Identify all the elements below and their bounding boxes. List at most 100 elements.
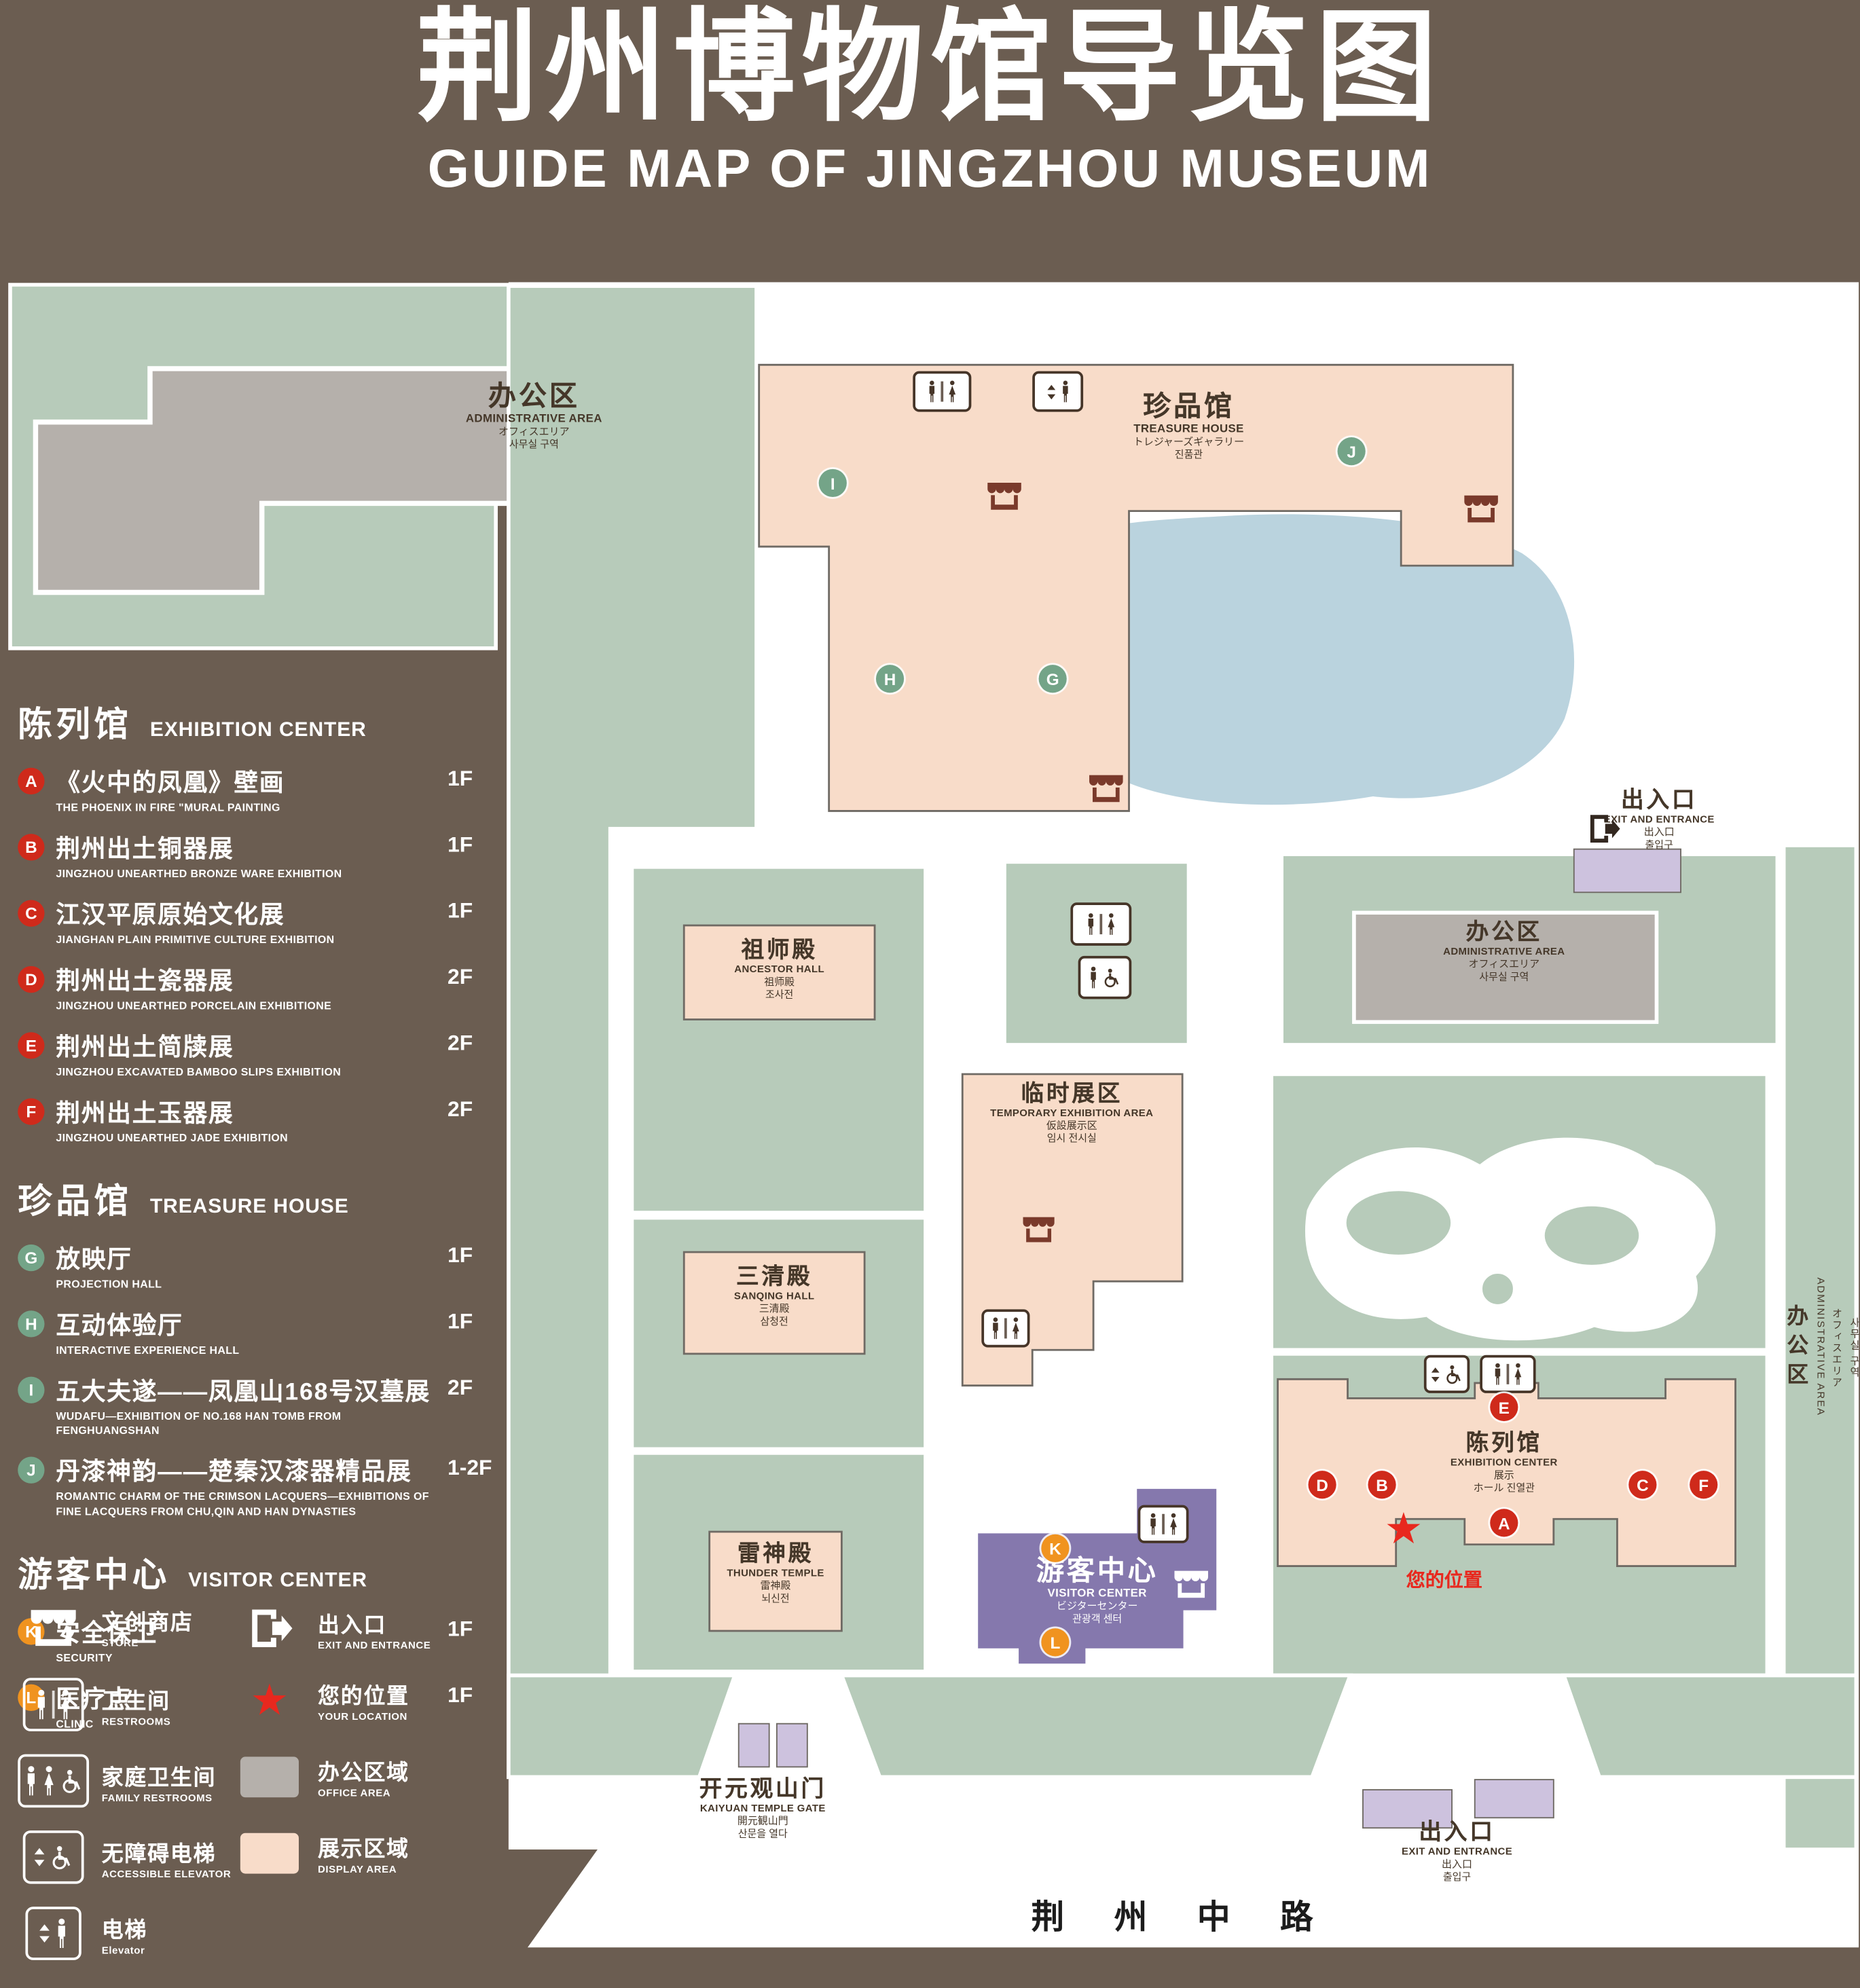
display-area-swatch xyxy=(240,1832,299,1873)
label-sanqing-hall: 三清殿 SANQING HALL 三清殿 삼청전 xyxy=(733,1263,815,1327)
store-icon xyxy=(985,478,1023,511)
badge-b: B xyxy=(18,834,45,861)
floor-label: 1F xyxy=(448,1243,473,1268)
building-exhibition-center xyxy=(1277,1378,1736,1567)
store-icon xyxy=(1087,771,1125,804)
floor-label: 1F xyxy=(448,898,473,923)
garden-path xyxy=(1305,1137,1716,1341)
floor-label: 1-2F xyxy=(448,1456,492,1481)
badge-a: A xyxy=(18,767,45,795)
grounds-restroom-block xyxy=(1002,860,1191,1047)
badge-j: J xyxy=(18,1457,45,1484)
floor-label: 1F xyxy=(448,1616,473,1641)
marker-l: L xyxy=(1041,1628,1070,1657)
floor-label: 1F xyxy=(448,1309,473,1334)
legend-item-c: C 江汉平原原始文化展 JIANGHAN PLAIN PRIMITIVE CUL… xyxy=(18,889,521,955)
family-restrooms-icon xyxy=(18,1754,90,1808)
legend-item-h: H 互动体验厅 INTERACTIVE EXPERIENCE HALL 1F xyxy=(18,1300,521,1365)
office-area-swatch xyxy=(240,1756,299,1797)
legend-section-treasure-house: 珍品馆 TREASURE HOUSE xyxy=(18,1182,349,1221)
label-admin-far-east: 办公区 ADMINISTRATIVE AREA オフィスエリア 사무실 구역 xyxy=(1783,1278,1860,1417)
exit-icon xyxy=(234,1604,305,1653)
floor-label: 2F xyxy=(448,1031,473,1056)
store-icon xyxy=(1021,1213,1056,1243)
legend-item-b: B 荆州出土铜器展 JINGZHOU UNEARTHED BRONZE WARE… xyxy=(18,822,521,888)
legend-item-i: I 五大夫遂——凤凰山168号汉墓展 WUDAFU—EXHIBITION OF … xyxy=(18,1365,521,1446)
your-location-icon: ★ xyxy=(1384,1503,1423,1555)
label-ancestor-hall: 祖师殿 ANCESTOR HALL 祖师殿 조사전 xyxy=(734,936,825,1001)
restrooms-icon xyxy=(981,1309,1030,1348)
garden-island xyxy=(1480,1271,1516,1307)
page-title: 荆州博物馆导览图 xyxy=(416,0,1444,136)
floor-label: 2F xyxy=(448,1097,473,1122)
marker-j: J xyxy=(1337,437,1366,466)
entrance-pad-s xyxy=(1474,1779,1554,1819)
label-kaiyuan-gate: 开元观山门 KAIYUAN TEMPLE GATE 開元観山門 산문을 열다 xyxy=(699,1775,826,1839)
restrooms-icon xyxy=(1070,902,1132,946)
accessible-elevator-icon xyxy=(1423,1355,1470,1393)
label-thunder-temple: 雷神殿 THUNDER TEMPLE 雷神殿 뇌신전 xyxy=(727,1541,824,1604)
building-ancestor-hall xyxy=(682,924,876,1020)
label-admin-northwest: 办公区 ADMINISTRATIVE AREA オフィスエリア 사무실 구역 xyxy=(465,380,602,451)
label-exit-northeast: 出入口 EXIT AND ENTRANCE 出入口 출입구 xyxy=(1603,786,1715,851)
badge-c: C xyxy=(18,900,45,927)
restrooms-icon xyxy=(913,371,972,412)
grounds-south-c xyxy=(1561,1673,1859,1780)
legend-section-exhibition-center: 陈列馆 EXHIBITION CENTER xyxy=(18,705,367,744)
legend-section-visitor-center: 游客中心 VISITOR CENTER xyxy=(18,1555,367,1594)
exit-icon xyxy=(1584,811,1622,846)
marker-i: I xyxy=(818,468,847,498)
marker-k: K xyxy=(1041,1534,1070,1562)
label-road: 荆 州 中 路 xyxy=(1031,1898,1334,1936)
badge-h: H xyxy=(18,1310,45,1338)
floor-label: 2F xyxy=(448,1376,473,1400)
accessible-elevator-icon xyxy=(22,1830,84,1884)
building-treasure-house xyxy=(758,363,1514,812)
label-exhibition-center: 陈列馆 EXHIBITION CENTER 展示 ホール 진열관 xyxy=(1450,1430,1558,1494)
page-subtitle: GUIDE MAP OF JINGZHOU MUSEUM xyxy=(427,138,1433,198)
garden-island xyxy=(1343,1188,1453,1257)
badge-g: G xyxy=(18,1245,45,1272)
elevator-icon xyxy=(1032,371,1084,412)
entrance-pad-s xyxy=(1362,1789,1453,1829)
store-icon xyxy=(18,1606,89,1648)
grounds-south-a xyxy=(507,1673,738,1780)
gate-pier xyxy=(776,1723,808,1768)
legend-item-d: D 荆州出土瓷器展 JINGZHOU UNEARTHED PORCELAIN E… xyxy=(18,955,521,1020)
badge-f: F xyxy=(18,1099,45,1126)
label-temporary-area: 临时展区 TEMPORARY EXHIBITION AREA 仮設展示区 임시 … xyxy=(990,1080,1154,1144)
family-restrooms-icon xyxy=(1078,955,1132,999)
gate-pier xyxy=(737,1723,770,1768)
legend-item-f: F 荆州出土玉器展 JINGZHOU UNEARTHED JADE EXHIBI… xyxy=(18,1087,521,1153)
label-your-location: 您的位置 xyxy=(1406,1570,1482,1591)
grounds-south-b xyxy=(839,1673,1353,1780)
legend-sidebar: 陈列馆 EXHIBITION CENTER A 《火中的凤凰》壁画 THE PH… xyxy=(18,676,521,1739)
marker-a: A xyxy=(1490,1509,1518,1537)
label-exit-south: 出入口 EXIT AND ENTRANCE 出入口 출입구 xyxy=(1401,1819,1513,1883)
label-treasure-house: 珍品馆 TREASURE HOUSE トレジャーズギャラリー 진품관 xyxy=(1133,390,1245,461)
marker-h: H xyxy=(875,665,905,693)
floor-label: 1F xyxy=(448,832,473,857)
marker-e: E xyxy=(1490,1393,1518,1422)
badge-i: I xyxy=(18,1377,45,1404)
store-icon xyxy=(1172,1566,1210,1600)
floor-label: 1F xyxy=(448,1682,473,1707)
restrooms-icon xyxy=(22,1678,84,1731)
floor-label: 2F xyxy=(448,965,473,989)
restrooms-icon xyxy=(1480,1355,1536,1393)
badge-e: E xyxy=(18,1032,45,1059)
badge-d: D xyxy=(18,966,45,993)
grounds-ancestor xyxy=(630,865,928,1215)
garden-island xyxy=(1542,1203,1642,1268)
floor-label: 1F xyxy=(448,766,473,791)
entrance-pad-ne xyxy=(1573,848,1681,894)
